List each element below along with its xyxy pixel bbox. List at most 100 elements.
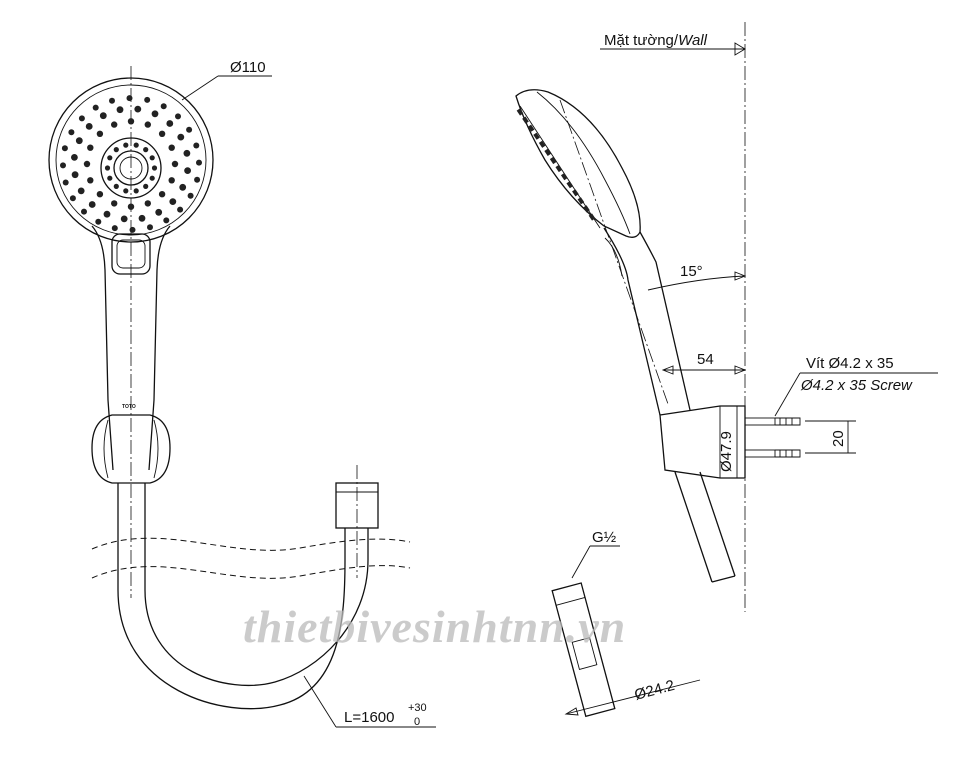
center-nozzle [119,156,143,180]
spray-hole [87,177,94,184]
ring-nozzle [151,165,158,171]
spray-hole [160,103,167,110]
ring-nozzle [104,165,111,171]
spray-hole [144,200,151,207]
wall-screws [744,417,801,458]
side-nozzle [572,189,579,197]
ring-nozzle [149,155,155,161]
spray-hole [95,218,102,225]
spray-hole [78,115,85,122]
spray-hole [129,226,136,233]
spray-hole [87,144,94,151]
spray-hole [179,183,187,191]
spray-hole [92,104,99,111]
spray-hole [171,160,179,168]
side-nozzle [522,116,529,124]
ring-nozzle [143,183,149,189]
ring-nozzle [113,183,119,189]
ring-nozzle [123,142,129,148]
spray-hole [175,113,181,120]
screw-label-en: Ø4.2 x 35 Screw [800,377,913,394]
spray-hole [163,217,170,224]
spray-hole [138,214,146,222]
spray-hole [194,176,201,183]
spray-hole [77,187,85,195]
holder-bracket-front [91,414,171,484]
mode-button-inner [116,239,146,269]
side-nozzle [516,108,524,116]
holder-bracket-detail [103,419,159,479]
screw-spacing-label: 20 [830,430,847,447]
spray-hole [71,171,79,179]
spray-hole [83,160,91,168]
connector-body [551,582,616,718]
head-side-profile [515,89,641,238]
screw-upper [744,417,776,426]
hose-outer-edge [117,559,346,710]
side-nozzle [538,140,546,148]
spray-hole [85,123,93,130]
hose-inner-edge [144,559,369,686]
ring-nozzle [107,155,113,161]
spray-hole [168,177,175,184]
ring-nozzle [149,175,155,181]
spray-hole [96,191,104,198]
offset-arrows [661,365,747,375]
spray-hole [158,130,166,137]
spray-hole [196,159,202,166]
spray-hole [169,198,177,206]
spray-hole [103,210,111,218]
ring-nozzle [123,188,129,194]
side-nozzle [527,124,535,132]
spray-hole [88,201,96,208]
side-nozzle [583,205,590,213]
ring-nozzle [107,175,113,181]
head-inner-rim [55,84,207,236]
side-nozzle-row [516,108,596,221]
spray-hole [109,97,115,104]
spray-hole [111,225,118,232]
spray-hole [134,105,142,113]
connector-window [571,637,598,670]
screw-upper-thread [775,417,801,426]
screw-lower [744,449,776,458]
thread-label-leader [571,545,591,579]
hose-nut-diameter-label: Ø24.2 [633,677,677,704]
spray-hole [187,192,194,199]
bracket-diameter-label: Ø47.9 [718,431,735,472]
hose-nut-diameter-arrow [564,707,579,716]
spray-hole [126,95,133,102]
handle-centerline [559,99,669,405]
spray-hole [166,120,174,127]
spray-hole [147,224,153,231]
side-hose-cut [711,575,736,583]
spray-hole [144,121,151,128]
watermark: thietbivesinhtnn.vn [243,601,626,652]
spray-hole-pattern [60,95,202,233]
side-nozzle [544,148,552,157]
side-nozzle [577,197,585,205]
hose-length-leader [303,675,337,728]
head-diameter-label: Ø110 [230,59,266,76]
side-hose-right [699,471,736,577]
side-nozzle [555,164,563,173]
ring-nozzle [143,147,149,153]
spray-hole [127,203,135,210]
spray-hole [96,130,104,137]
spray-hole [116,106,124,114]
head-diameter-leader [181,75,219,101]
spray-hole [155,208,163,216]
angle-label: 15° [680,263,703,280]
hose-nut-diameter-line [565,679,701,715]
screw-label-leader [774,372,801,417]
spray-hole [184,167,192,175]
spray-hole [111,200,118,207]
center-ring-inner [113,150,149,186]
side-nozzle [549,156,557,165]
screw-label-vn: Vít Ø4.2 x 35 [806,355,894,372]
hose-length-label: L=1600 [344,709,394,726]
handle-outline [91,225,171,471]
ring-nozzle [133,188,139,194]
shower-side-view: Mặt tường/Wall 15° 54 [515,22,938,612]
spray-hole [71,154,78,161]
